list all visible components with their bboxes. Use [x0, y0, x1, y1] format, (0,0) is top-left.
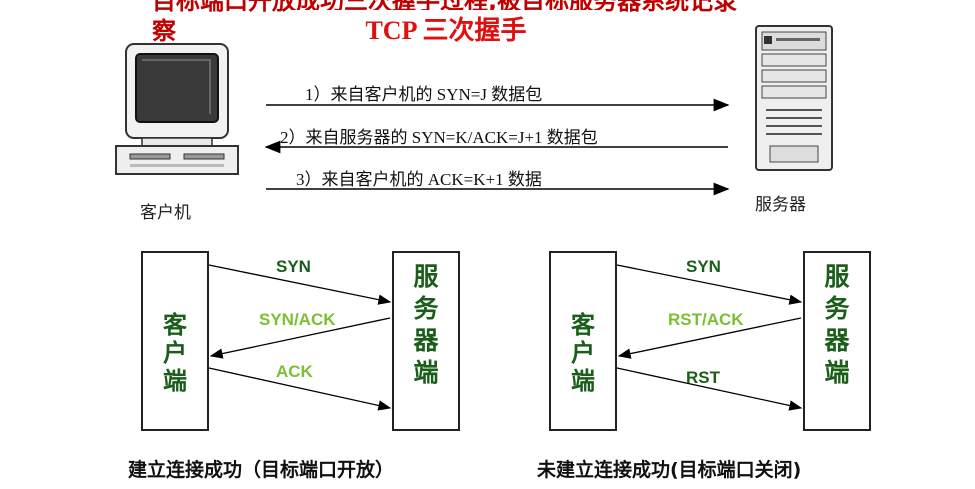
left-client-char: 端	[163, 366, 187, 395]
right-server-box: 服 务 器 端	[803, 251, 871, 431]
step3-label: 3）来自客户机的 ACK=K+1 数据	[296, 170, 542, 189]
header-red-text-line2: 察	[152, 17, 176, 42]
diagram-title: TCP 三次握手	[286, 10, 606, 50]
left-msg2-label: SYN/ACK	[259, 310, 336, 329]
step2-label: 2）来自服务器的 SYN=K/ACK=J+1 数据包	[280, 128, 598, 147]
right-server-char: 端	[824, 358, 850, 387]
left-syn-arrow	[208, 264, 392, 305]
right-client-char: 端	[571, 366, 595, 395]
right-flow-caption: 未建立连接成功(目标端口关闭)	[537, 459, 802, 481]
right-client-box: 客 户 端	[549, 251, 617, 431]
left-client-box: 客 户 端	[141, 251, 209, 431]
right-syn-arrow	[616, 264, 803, 305]
left-server-char: 务	[413, 294, 439, 323]
right-client-char: 客	[571, 310, 595, 339]
right-server-char: 务	[824, 294, 850, 323]
left-synack-arrow	[209, 317, 391, 359]
right-msg1-label: SYN	[686, 257, 721, 276]
left-server-char: 服	[413, 262, 439, 291]
right-server-char: 器	[824, 326, 850, 355]
left-server-box: 服 务 器 端	[392, 251, 460, 431]
right-msg3-label: RST	[686, 368, 720, 387]
left-ack-arrow	[208, 367, 392, 411]
right-client-char: 户	[571, 338, 595, 367]
client-computer-icon	[115, 43, 239, 175]
left-server-char: 端	[413, 358, 439, 387]
left-flow-caption: 建立连接成功（目标端口开放）	[128, 459, 395, 481]
right-rstack-arrow	[617, 317, 802, 359]
left-client-char: 户	[163, 338, 187, 367]
client-label: 客户机	[140, 203, 191, 223]
right-msg2-label: RST/ACK	[668, 310, 744, 329]
right-rst-arrow	[616, 367, 803, 411]
left-msg1-label: SYN	[276, 257, 311, 276]
left-client-char: 客	[163, 310, 187, 339]
left-server-char: 器	[413, 326, 439, 355]
server-label: 服务器	[755, 195, 806, 215]
step1-label: 1）来自客户机的 SYN=J 数据包	[305, 85, 543, 104]
left-msg3-label: ACK	[276, 362, 313, 381]
right-server-char: 服	[824, 262, 850, 291]
server-tower-icon	[755, 25, 833, 171]
